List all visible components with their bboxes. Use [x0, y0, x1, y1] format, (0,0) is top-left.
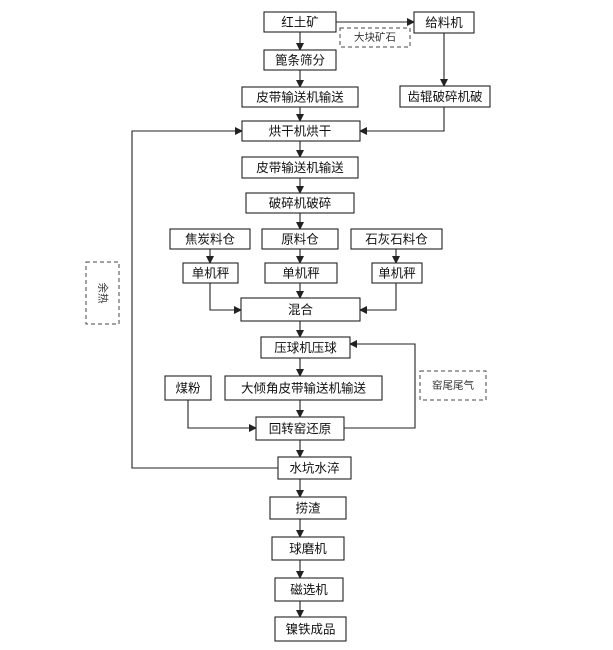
node-laterite: 红土矿	[263, 11, 337, 33]
node-belt-conveyor-1: 皮带输送机输送	[241, 86, 359, 108]
node-slag-fishing: 捞渣	[269, 496, 347, 520]
node-magnetic-separator: 磁选机	[274, 577, 344, 602]
svg-text:焦炭料仓: 焦炭料仓	[185, 232, 236, 247]
svg-text:石灰石料仓: 石灰石料仓	[365, 232, 428, 247]
node-coke-bin: 焦炭料仓	[169, 228, 251, 250]
node-incline-belt: 大倾角皮带输送机输送	[224, 375, 383, 401]
node-ferronickel-product: 镍铁成品	[274, 616, 347, 642]
node-belt-conveyor-2: 皮带输送机输送	[241, 156, 359, 179]
svg-text:磁选机: 磁选机	[290, 582, 328, 597]
svg-text:煤粉: 煤粉	[175, 381, 201, 396]
node-scale-1: 单机秤	[182, 262, 239, 284]
svg-text:压球机压球: 压球机压球	[274, 340, 337, 355]
svg-text:窑尾尾气: 窑尾尾气	[432, 379, 474, 392]
edge-exhaust-loop	[344, 340, 416, 429]
svg-text:回转窑还原: 回转窑还原	[269, 421, 332, 436]
node-dryer: 烘干机烘干	[241, 120, 361, 142]
edge-heat-loop	[131, 127, 278, 469]
node-scale-3: 单机秤	[371, 262, 423, 284]
svg-text:红土矿: 红土矿	[281, 15, 319, 30]
node-coal-powder: 煤粉	[164, 375, 212, 401]
annotation-waste-heat: 余热	[85, 261, 120, 325]
svg-text:破碎机破碎: 破碎机破碎	[269, 196, 332, 211]
svg-text:烘干机烘干: 烘干机烘干	[269, 124, 332, 139]
annotation-kiln-exhaust: 窑尾尾气	[419, 370, 487, 401]
node-feeder: 给料机	[413, 11, 475, 34]
svg-text:皮带输送机输送: 皮带输送机输送	[256, 160, 344, 175]
svg-text:混合: 混合	[288, 302, 314, 317]
edge-coal-kiln	[187, 400, 257, 432]
node-briquetting: 压球机压球	[260, 336, 351, 359]
flow-edges	[131, 18, 448, 618]
node-roller-crusher: 齿辊破碎机破	[399, 85, 491, 108]
svg-text:球磨机: 球磨机	[289, 541, 327, 556]
node-grate-screen: 篦条筛分	[263, 49, 337, 71]
svg-text:篦条筛分: 篦条筛分	[275, 53, 325, 68]
svg-text:单机秤: 单机秤	[378, 266, 416, 281]
node-mixing: 混合	[240, 297, 361, 322]
edge-scale3-mix	[359, 283, 397, 314]
node-scale-2: 单机秤	[264, 262, 338, 284]
node-raw-bin: 原料仓	[261, 228, 339, 250]
edge-roller-dryer	[359, 107, 445, 135]
svg-text:镍铁成品: 镍铁成品	[285, 622, 335, 637]
annotation-large-ore: 大块矿石	[339, 27, 411, 48]
svg-text:水坑水淬: 水坑水淬	[289, 461, 339, 476]
node-water-quench: 水坑水淬	[277, 456, 352, 480]
node-ball-mill: 球磨机	[271, 536, 345, 561]
svg-text:皮带输送机输送: 皮带输送机输送	[256, 90, 344, 105]
svg-text:大倾角皮带输送机输送: 大倾角皮带输送机输送	[241, 381, 367, 396]
svg-text:给料机: 给料机	[425, 15, 463, 30]
svg-text:原料仓: 原料仓	[281, 232, 319, 247]
svg-text:大块矿石: 大块矿石	[354, 31, 396, 44]
svg-text:捞渣: 捞渣	[295, 501, 321, 516]
svg-text:余热: 余热	[97, 283, 110, 304]
node-rotary-kiln: 回转窑还原	[255, 416, 345, 441]
edge-scale1-mix	[209, 283, 242, 314]
svg-text:单机秤: 单机秤	[192, 266, 230, 281]
node-lime-bin: 石灰石料仓	[350, 228, 443, 250]
svg-text:齿辊破碎机破: 齿辊破碎机破	[407, 89, 482, 104]
svg-text:单机秤: 单机秤	[282, 266, 320, 281]
node-crusher: 破碎机破碎	[245, 192, 355, 214]
